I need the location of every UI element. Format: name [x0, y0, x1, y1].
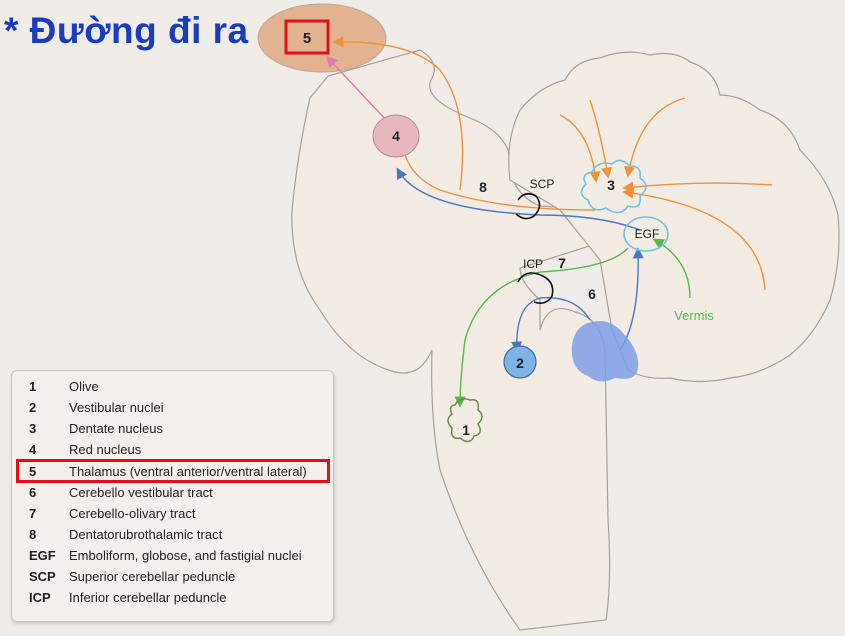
legend-desc: Dentatorubrothalamic tract [69, 527, 223, 542]
orange-tract-to-thalamus [332, 36, 464, 191]
green-tract-7 [454, 247, 629, 408]
label-icp: ICP [523, 257, 543, 271]
olive [447, 398, 483, 443]
label-6: 6 [588, 286, 596, 302]
blue-tract-to-red-nucleus [396, 167, 641, 231]
blue-tract-6 [511, 296, 591, 353]
label-egf: EGF [635, 227, 660, 241]
brainstem-shape [291, 49, 642, 631]
scp-loop [515, 192, 541, 220]
orange-tract-to-red-nucleus [397, 137, 596, 211]
label-scp: SCP [530, 177, 555, 191]
label-1: 1 [462, 422, 470, 438]
label-8: 8 [479, 179, 487, 195]
thalamus-highlight-box [284, 19, 330, 55]
thalamus-ellipse [257, 3, 387, 73]
legend-desc: Vestibular nuclei [69, 400, 164, 415]
egf-nuclei [623, 216, 669, 252]
cerebellum-shape [508, 51, 840, 383]
legend-key: EGF [29, 548, 56, 563]
legend-key: 5 [29, 464, 37, 479]
orange-tract-to-dentate-4 [622, 181, 773, 193]
legend-box: 1 Olive 2 Vestibular nuclei 3 Dentate nucle… [11, 370, 334, 622]
label-7: 7 [558, 255, 566, 271]
legend-desc: Superior cerebellar peduncle [69, 569, 236, 584]
legend-key: 7 [29, 506, 37, 521]
orange-tract-to-dentate-1 [559, 114, 601, 183]
icp-loop [517, 272, 554, 304]
vestibular-nuclei [503, 345, 537, 379]
legend-desc: Olive [69, 379, 99, 394]
legend-key: 1 [29, 379, 37, 394]
red-nucleus [372, 114, 420, 158]
legend-desc: Cerebello vestibular tract [69, 485, 213, 500]
legend-desc: Inferior cerebellar peduncle [69, 590, 227, 605]
legend-desc: Red nucleus [69, 442, 142, 457]
legend-key: 4 [29, 442, 37, 457]
vestibular-area-blob [571, 321, 639, 382]
legend-highlight-box [16, 459, 330, 483]
dentate-nucleus [580, 159, 647, 214]
label-4: 4 [392, 128, 400, 144]
label-2: 2 [516, 355, 524, 371]
label-3: 3 [607, 177, 615, 193]
legend-key: 8 [29, 527, 37, 542]
green-tract-vermis [652, 238, 691, 299]
orange-tract-to-dentate-5 [622, 187, 766, 291]
legend-key: SCP [29, 569, 56, 584]
legend-key: 6 [29, 485, 37, 500]
legend-key: ICP [29, 590, 51, 605]
legend-desc: Emboliform, globose, and fastigial nucle… [69, 548, 302, 563]
legend-desc: Cerebello-olivary tract [69, 506, 196, 521]
legend-desc: Thalamus (ventral anterior/ventral later… [69, 464, 307, 479]
pink-tract-4-to-5 [326, 55, 389, 123]
label-5: 5 [303, 30, 311, 47]
legend-key: 3 [29, 421, 37, 436]
legend-key: 2 [29, 400, 37, 415]
orange-tract-to-dentate-2 [589, 99, 613, 179]
slide-title: * Đường đi ra [4, 10, 249, 51]
orange-tract-to-dentate-3 [624, 97, 686, 178]
legend-desc: Dentate nucleus [69, 421, 163, 436]
label-vermis: Vermis [674, 308, 714, 323]
